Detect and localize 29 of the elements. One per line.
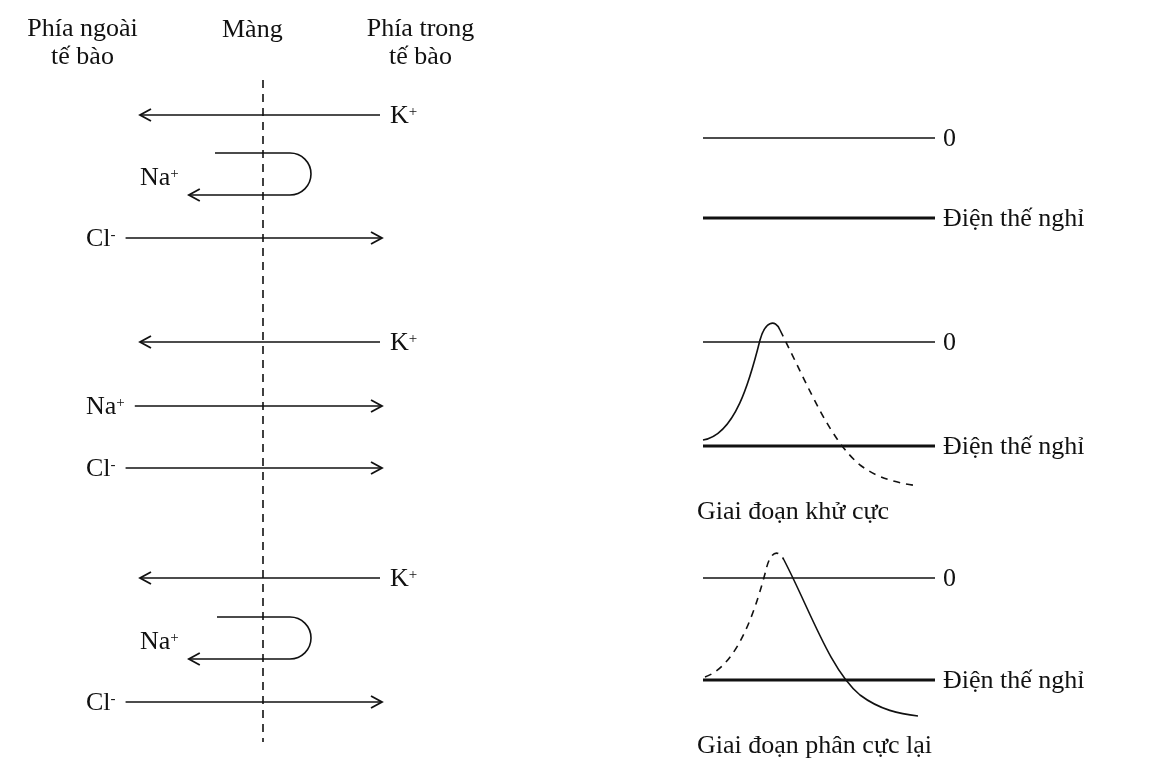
axis-value: 0 [943, 123, 956, 153]
ion-label: Cl$^{-}$ [86, 223, 116, 253]
ion-label: K$^{+}$ [390, 100, 418, 130]
ion-flow-arrow [124, 695, 383, 709]
ion-flow-arrow [139, 571, 381, 585]
ion-label: Na$^{+}$ [140, 162, 179, 192]
ion-flow-arrow [124, 231, 383, 245]
ion-flow-arrow [139, 108, 381, 122]
ion-flow-arrow [187, 616, 312, 666]
ion-flow-arrow [124, 461, 383, 475]
column-heading: Màng [222, 14, 283, 44]
ion-flow-arrow [139, 335, 381, 349]
curve-label: Điện thế nghỉ [943, 665, 1085, 695]
curve-label: Điện thế nghỉ [943, 203, 1085, 233]
column-heading: Phía trong tế bào [365, 14, 476, 70]
ion-label: Cl$^{-}$ [86, 453, 116, 483]
ion-flow-arrow [134, 399, 383, 413]
ion-flow-arrow [187, 152, 312, 202]
axis-value: 0 [943, 327, 956, 357]
ion-label: Cl$^{-}$ [86, 687, 116, 717]
curve-label: Điện thế nghỉ [943, 431, 1085, 461]
ion-label: Na$^{+}$ [140, 626, 179, 656]
ion-label: K$^{+}$ [390, 327, 418, 357]
column-heading: Phía ngoài tế bào [26, 14, 139, 70]
axis-value: 0 [943, 563, 956, 593]
phase-caption: Giai đoạn phân cực lại [697, 730, 932, 759]
phase-caption: Giai đoạn khử cực [697, 496, 890, 526]
ion-label: Na$^{+}$ [86, 391, 125, 421]
ion-label: K$^{+}$ [390, 563, 418, 593]
